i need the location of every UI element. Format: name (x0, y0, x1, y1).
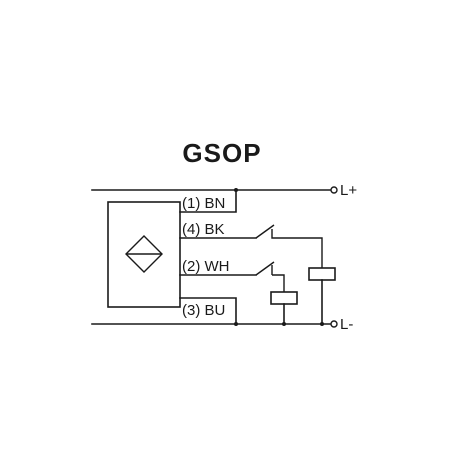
wire-bu (179, 297, 237, 325)
wire-bk-to-load (271, 229, 323, 268)
wire-bk-label: (4) BK (182, 221, 225, 238)
junction-dot-icon (320, 322, 324, 326)
junction-dot-icon (234, 188, 238, 192)
wire-bu-label: (3) BU (182, 302, 225, 319)
switch-contact-icon (255, 224, 275, 239)
positive-terminal-label: L+ (340, 182, 357, 199)
negative-terminal-label: L- (340, 316, 353, 333)
wire-wh-to-load (272, 274, 285, 292)
inductive-sensor-icon (125, 235, 163, 273)
sensor-body (107, 201, 181, 308)
switch-contact-icon (255, 261, 275, 276)
negative-terminal-icon (330, 320, 338, 328)
positive-terminal-icon (330, 186, 338, 194)
wire-bn (179, 189, 237, 213)
load-coil-icon (270, 291, 298, 305)
load-coil-icon (308, 267, 336, 281)
diagram-title: GSOP (182, 138, 261, 168)
junction-dot-icon (282, 322, 286, 326)
wire-wh-label: (2) WH (182, 258, 230, 275)
junction-dot-icon (234, 322, 238, 326)
wire-bn-label: (1) BN (182, 195, 225, 212)
